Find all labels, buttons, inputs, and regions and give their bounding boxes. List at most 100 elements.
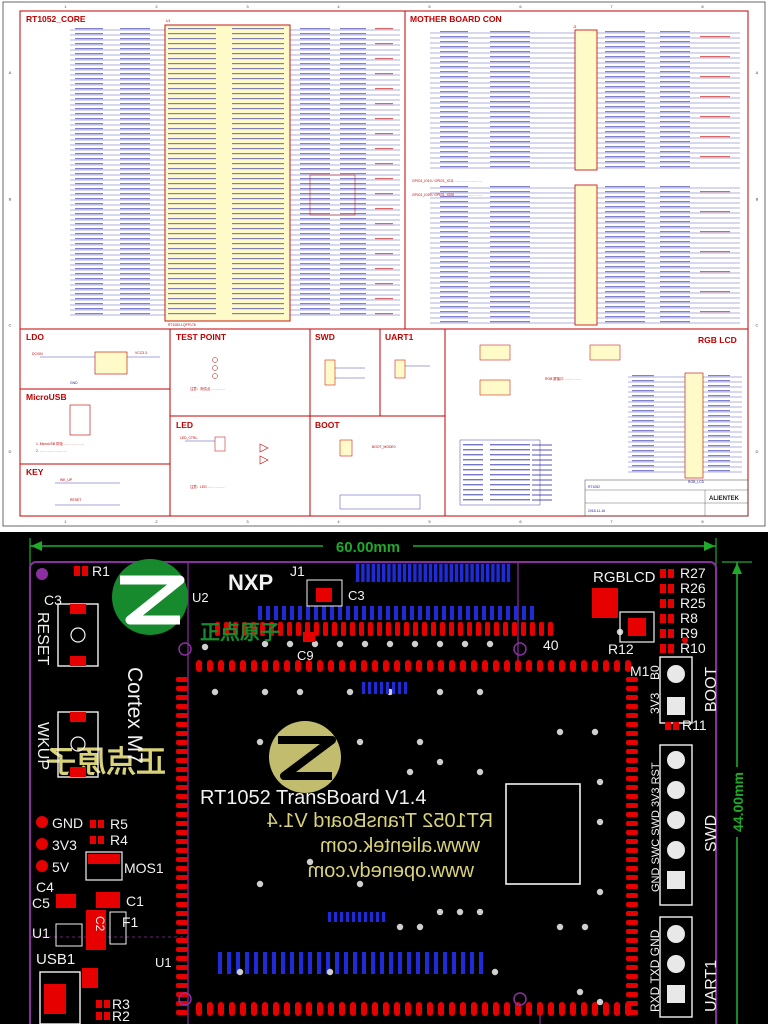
mb-connector-2	[574, 184, 598, 326]
rgb-note: RGB 屏接口 ……………	[545, 376, 581, 381]
svg-text:2. ……………………: 2. ……………………	[36, 449, 67, 453]
title-ldo: LDO	[26, 332, 44, 342]
u1-label: U1	[32, 925, 50, 941]
brand-cn: 正点原子	[200, 621, 280, 644]
uart-header-footprint[interactable]	[659, 916, 693, 1018]
vias	[178, 628, 624, 1006]
dim-height-label: 44.00mm	[730, 772, 746, 832]
uart1-label: UART1	[703, 960, 720, 1012]
nxp-logo: NXP	[228, 570, 273, 595]
rgb-chip-a	[479, 344, 511, 361]
frame-col-mark: 5	[428, 4, 431, 9]
right-red-pads	[626, 677, 638, 1015]
r12-label: R12	[608, 641, 634, 657]
ldo-vin: DCVIN	[32, 352, 43, 356]
frame-col-mark: 2	[155, 519, 158, 524]
mos1-label: MOS1	[124, 860, 164, 876]
frame-col-mark: 2	[155, 4, 158, 9]
b3v3-label: 3V3	[648, 692, 662, 714]
rgb-pin-lines	[628, 375, 742, 473]
r11-label: R11	[682, 717, 707, 733]
ldo-vout: VCC3.3	[135, 351, 147, 355]
swd-pins-label: GND SWC SWD 3V3 RST	[650, 762, 662, 892]
v5-label: 5V	[52, 859, 70, 875]
c9-label: C9	[297, 648, 314, 663]
m1-label: M1	[630, 663, 650, 679]
tb-title: RT1052	[588, 485, 600, 489]
resistor-label: R9	[680, 625, 698, 641]
c3-label: C3	[44, 592, 62, 608]
title-uart: UART1	[385, 332, 414, 342]
frame-col-mark: 3	[246, 519, 249, 524]
boot-table-rows	[463, 444, 552, 501]
middle-pin-rows	[328, 682, 407, 922]
frame-row-mark: C	[9, 323, 12, 328]
frame-col-mark: 8	[701, 4, 704, 9]
frame-col-mark: 1	[64, 519, 67, 524]
c4-label: C4	[36, 879, 54, 895]
chip-outline	[505, 783, 581, 885]
r5-label: R5	[110, 816, 128, 832]
dimension-height: 44.00mm	[722, 561, 752, 1024]
title-mother: MOTHER BOARD CON	[410, 14, 502, 24]
rgb-connector	[684, 372, 704, 479]
mount-hole	[36, 568, 48, 580]
wkup-button[interactable]	[57, 711, 99, 778]
board-outline	[29, 561, 717, 1028]
url-mirror-2: www.openedv.com	[308, 860, 475, 882]
title-boot: BOOT	[315, 420, 340, 430]
bottom-red-pads	[196, 1002, 631, 1016]
left-red-pads	[176, 677, 188, 1015]
r1-label: R1	[92, 563, 110, 579]
frame-col-mark: 8	[701, 519, 704, 524]
boot-mode: BOOT_MODE0	[372, 445, 396, 449]
title-swd: SWD	[315, 332, 335, 342]
led-note: 注意：LED ……………	[190, 484, 225, 489]
ldo-chip	[94, 351, 128, 375]
mb-pin-lines	[430, 31, 740, 324]
frame-row-mark: B	[756, 196, 759, 201]
title-microusb: MicroUSB	[26, 392, 67, 402]
frame-row-mark: D	[9, 449, 12, 454]
key-wkup: WK_UP	[60, 478, 73, 482]
title-led: LED	[176, 420, 193, 430]
tb-company: ALIENTEK	[709, 496, 740, 502]
uart-pins-label: RXD TXD GND	[648, 929, 662, 1012]
frame-row-mark: A	[9, 70, 12, 75]
brand-cn-mirror: 正点原子	[46, 746, 166, 779]
frame-row-mark: B	[9, 196, 12, 201]
frame-col-mark: 4	[337, 519, 340, 524]
ldo-gnd: GND	[70, 381, 78, 385]
aux-block	[309, 174, 356, 216]
mb-note-1: GPIO1_IO10 / GPIO1_IO11 ……………………	[412, 179, 482, 183]
resistor-label: R25	[680, 595, 706, 611]
mb-note-2: GPIO1_IO09 / GPIO1_IO08 ……………………	[412, 193, 482, 197]
frame-col-mark: 5	[428, 519, 431, 524]
frame-col-mark: 3	[246, 4, 249, 9]
title-block	[584, 479, 749, 517]
rgb-chip-b	[589, 344, 621, 361]
j1-label: J1	[290, 563, 305, 579]
swd-header-footprint[interactable]	[659, 744, 693, 906]
tp-note: 注意：测试点 …………	[190, 386, 225, 391]
r2-label: R2	[112, 1008, 130, 1024]
swd-header	[324, 359, 336, 386]
rgb-chip-c	[479, 379, 511, 396]
frame-col-mark: 6	[519, 4, 522, 9]
bottom-connector-pins	[218, 952, 483, 974]
mb-conn-ref: J1	[573, 25, 577, 29]
uart-box	[379, 328, 446, 417]
board-title: RT1052 TransBoard V1.4	[200, 787, 426, 809]
frame-col-mark: 4	[337, 4, 340, 9]
led-box	[169, 415, 311, 517]
u2-label: U2	[192, 590, 209, 605]
swd-box	[309, 328, 381, 417]
frame-row-mark: C	[756, 323, 759, 328]
swd-label: SWD	[703, 815, 720, 852]
frame-col-mark: 1	[64, 4, 67, 9]
reset-button[interactable]	[57, 603, 99, 667]
b0-label: B0	[648, 665, 662, 680]
tb-date: 2018-11-16	[588, 509, 605, 513]
